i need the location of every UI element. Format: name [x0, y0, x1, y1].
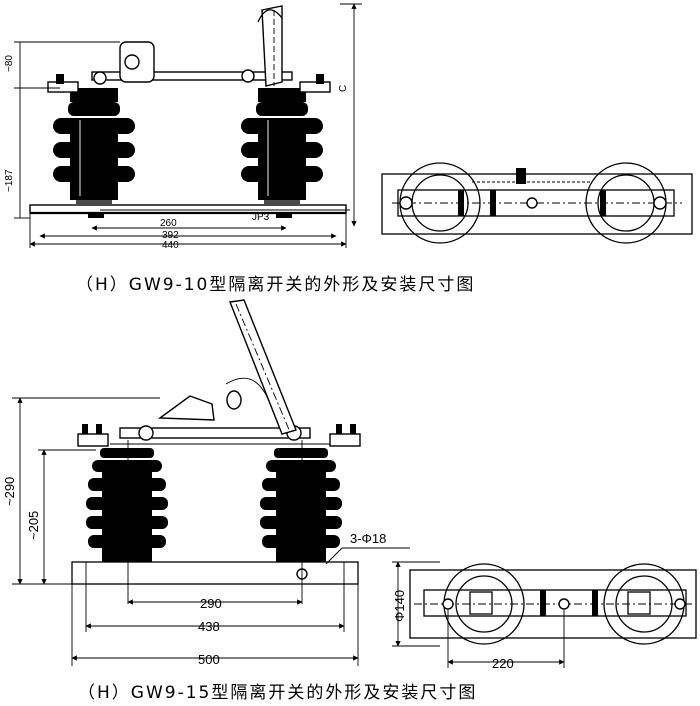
top-dim-440: 440	[162, 240, 179, 251]
top-dim-392: 392	[162, 230, 179, 241]
top-caption: （H）GW9-10型隔离开关的外形及安装尺寸图	[76, 275, 475, 295]
bottom-right-insulator	[260, 448, 342, 562]
top-plan-view	[381, 162, 693, 244]
top-dim-187: ~187	[4, 169, 15, 192]
bottom-dim-205-height: ~205	[26, 511, 41, 540]
top-right-insulator	[241, 88, 323, 206]
bottom-dim-290-height: ~290	[2, 477, 17, 506]
bottom-plan-view	[409, 563, 697, 645]
bottom-caption: （H）GW9-15型隔离开关的外形及安装尺寸图	[78, 683, 477, 703]
top-side-view: JP3	[29, 5, 350, 223]
bottom-base-plate	[71, 561, 359, 585]
bottom-plan-dimensions: Φ140 220	[392, 561, 565, 671]
top-dim-c: C	[338, 85, 349, 92]
top-blade-assembly	[47, 5, 331, 93]
bottom-left-insulator	[86, 448, 168, 562]
top-left-insulator	[53, 88, 135, 206]
bottom-hole-label: 3-Φ18	[350, 531, 386, 546]
top-label-jp3: JP3	[252, 212, 270, 223]
bottom-side-view	[71, 299, 361, 604]
bottom-dim-140: Φ140	[392, 590, 407, 622]
top-dim-260: 260	[160, 218, 177, 229]
bottom-blade-assembly	[77, 299, 361, 447]
bottom-dim-500: 500	[198, 652, 220, 667]
bottom-dim-290: 290	[200, 596, 222, 611]
top-dimensions: ~80 ~187 C 260 392 440	[4, 3, 362, 251]
bottom-dim-220: 220	[492, 656, 514, 671]
top-dim-80: ~80	[4, 55, 15, 72]
bottom-dimensions: ~290 ~205 3-Φ18 290 438 500	[2, 397, 410, 667]
bottom-dim-438: 438	[198, 619, 220, 634]
top-base-plate	[29, 204, 347, 214]
